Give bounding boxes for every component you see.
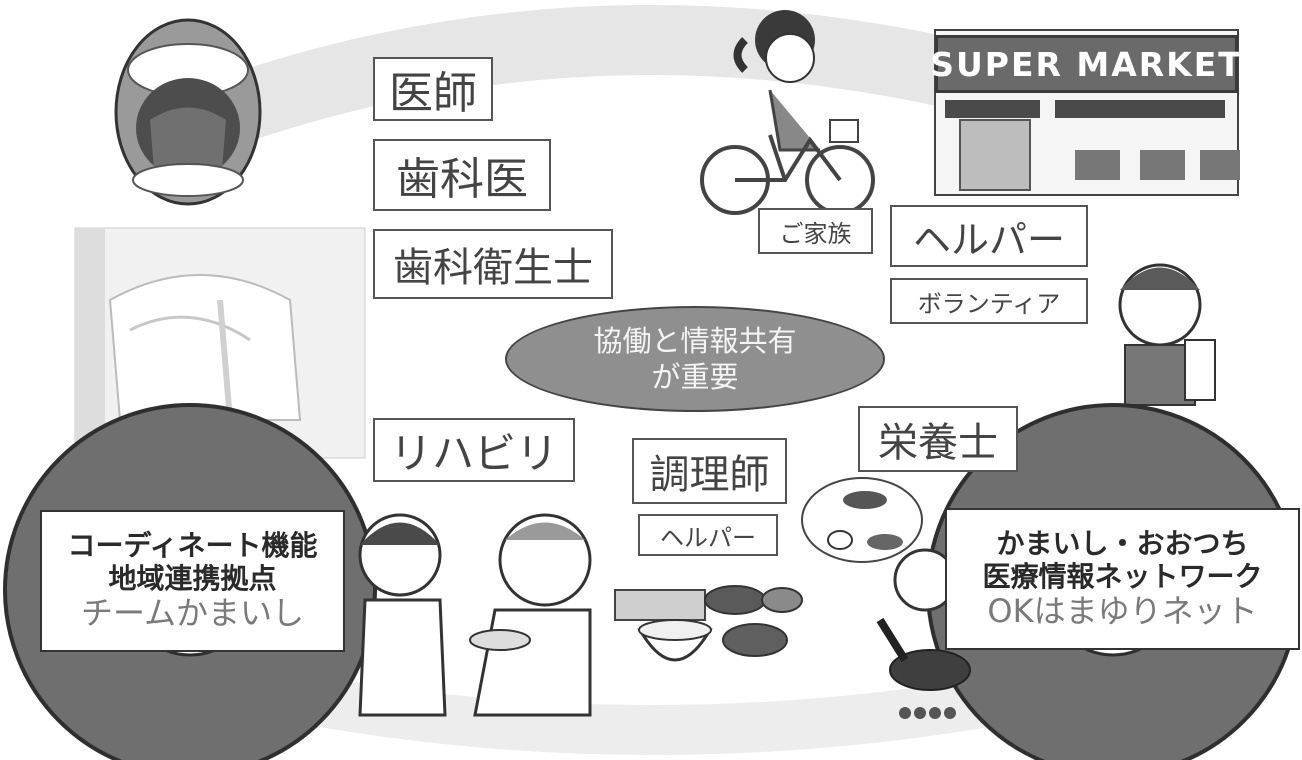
collaboration-ellipse: 協働と情報共有 が重要	[505, 306, 885, 412]
center-text-line1: 協働と情報共有	[593, 323, 797, 358]
right-hub-line2: 医療情報ネットワーク	[982, 560, 1263, 594]
cook-illustration	[876, 548, 971, 719]
cook-helper-label: ヘルパー	[638, 514, 778, 556]
volunteer-label: ボランティア	[890, 278, 1088, 324]
helper-label: ヘルパー	[890, 205, 1088, 267]
mouth-illustration	[114, 18, 262, 206]
dietitian-label: 栄養士	[858, 406, 1018, 472]
dentist-label: 歯科医	[373, 139, 551, 211]
doctor-label: 医師	[373, 57, 493, 121]
right-hub-label: かまいし・おおつち 医療情報ネットワーク OKはまゆりネット	[945, 508, 1300, 650]
rehab-label: リハビリ	[373, 418, 575, 482]
left-hub-line1: コーディネート機能	[67, 529, 318, 563]
right-hub-line3: OKはまゆりネット	[987, 592, 1258, 631]
supermarket-sign: SUPER MARKET	[930, 35, 1241, 93]
left-hub-line2: 地域連携拠点	[108, 562, 277, 596]
family-label: ご家族	[758, 208, 873, 254]
caregiver-feeding-illustration	[358, 513, 592, 717]
dental-hygienist-label: 歯科衛生士	[373, 229, 613, 299]
right-hub-line1: かまいし・おおつち	[996, 527, 1249, 561]
center-text-line2: が重要	[651, 360, 739, 394]
girl-on-bicycle-illustration	[700, 10, 875, 215]
meal-illustration	[614, 585, 803, 662]
dietitian-thought-bubble	[801, 477, 923, 563]
cook-label: 調理師	[632, 438, 787, 504]
left-hub-label: コーディネート機能 地域連携拠点 チームかまいし	[40, 510, 345, 652]
shopper-illustration	[1118, 263, 1216, 406]
left-hub-line3: チームかまいし	[80, 594, 305, 633]
